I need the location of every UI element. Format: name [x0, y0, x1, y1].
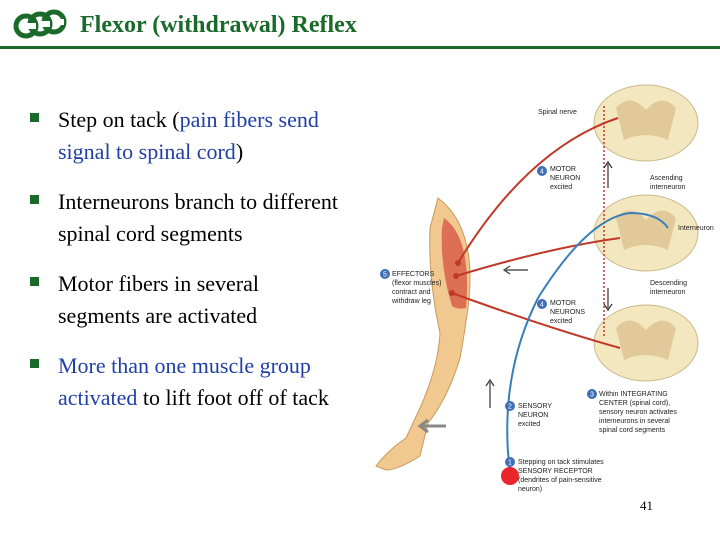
direction-arrows — [485, 160, 613, 408]
spinal-cord-segment-top — [593, 84, 699, 162]
label-motor-neuron-1: MOTOR NEURON excited — [550, 166, 582, 191]
bullet-marker-icon — [30, 277, 39, 286]
sensory-receptor-icon — [501, 467, 519, 485]
page-number: 41 — [640, 498, 653, 513]
label-ascending-interneuron: Ascending interneuron — [650, 175, 686, 191]
slide-title: Flexor (withdrawal) Reflex — [80, 12, 357, 38]
svg-text:3: 3 — [590, 392, 594, 399]
withdraw-arrow-icon — [417, 418, 446, 434]
bullet-list: Step on tack (pain fibers send signal to… — [30, 104, 340, 432]
label-effectors: EFFECTORS (flexor muscles) contract and … — [391, 271, 443, 305]
label-spinal-nerve: Spinal nerve — [538, 109, 577, 116]
bullet-marker-icon — [30, 113, 39, 122]
svg-text:4: 4 — [540, 169, 544, 176]
svg-text:2: 2 — [508, 404, 512, 411]
svg-text:1: 1 — [508, 460, 512, 467]
sensory-nerve-path — [506, 211, 669, 474]
reflex-diagram: 4 5 4 3 2 1 Spinal nerve MOTOR NEURON ex… — [375, 84, 714, 493]
step-badge-3: 3 — [587, 389, 597, 399]
step-badge-5: 5 — [380, 269, 390, 279]
step-badge-4b: 4 — [537, 299, 547, 309]
bullet-marker-icon — [30, 359, 39, 368]
svg-text:4: 4 — [540, 302, 544, 309]
step-badge-4a: 4 — [537, 166, 547, 176]
motor-nerve-paths — [451, 117, 621, 349]
step-badge-2: 2 — [505, 401, 515, 411]
spinal-cord-segment-middle — [593, 194, 699, 272]
svg-text:5: 5 — [383, 272, 387, 279]
step-badge-1: 1 — [505, 457, 515, 467]
bullet-item: Interneurons branch to different spinal … — [30, 186, 340, 250]
label-integrating-center: Within INTEGRATING CENTER (spinal cord),… — [599, 391, 679, 434]
bullet-item: Motor fibers in several segments are act… — [30, 268, 340, 332]
label-interneuron: Interneuron — [678, 225, 714, 232]
spinal-cord-segment-bottom — [593, 304, 699, 382]
label-descending-interneuron: Descending interneuron — [650, 280, 689, 296]
bullet-item: Step on tack (pain fibers send signal to… — [30, 104, 340, 168]
label-sensory-receptor: Stepping on tack stimulates SENSORY RECE… — [518, 459, 606, 493]
ecc-logo — [13, 9, 67, 39]
bullet-marker-icon — [30, 195, 39, 204]
bullet-item: More than one muscle group activated to … — [30, 350, 340, 414]
title-rule — [0, 46, 720, 49]
label-motor-neurons-2: MOTOR NEURONS excited — [550, 300, 587, 325]
label-sensory-neuron: SENSORY NEURON excited — [518, 403, 554, 428]
